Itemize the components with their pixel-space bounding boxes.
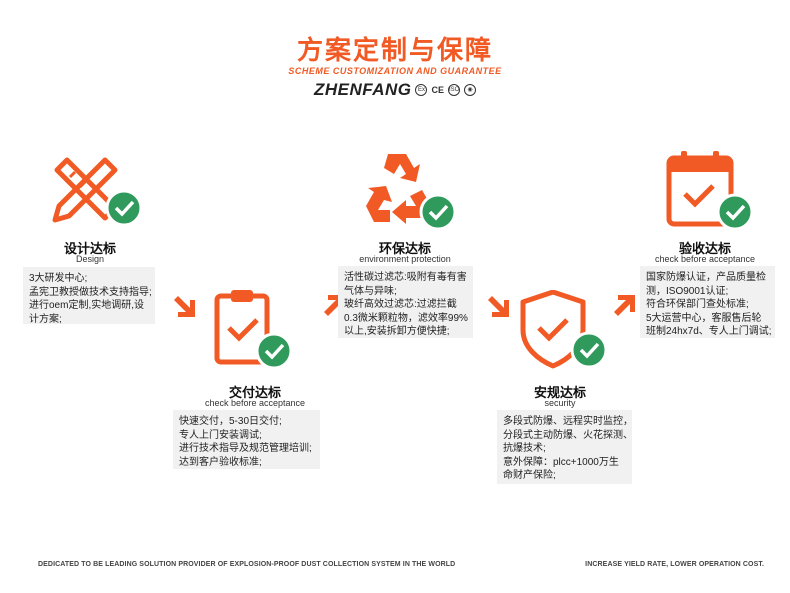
desc-line: 抗爆技术; xyxy=(503,443,546,454)
step-env-sub: environment protection xyxy=(359,254,451,264)
brand-name: ZHENFANG xyxy=(313,80,412,99)
desc-line: 5大运营中心，客服售后轮 xyxy=(646,312,762,324)
page-subtitle: SCHEME CUSTOMIZATION AND GUARANTEE xyxy=(288,66,502,76)
footer-left-slogan: DEDICATED TO BE LEADING SOLUTION PROVIDE… xyxy=(38,561,456,568)
step-design-desc: 3大研发中心; 孟宪卫教授做技术支持指导; 进行oem定制,实地调研,设 计方案… xyxy=(23,267,155,325)
step-acceptance-name: 验收达标 xyxy=(678,241,731,256)
desc-line: 命财产保险; xyxy=(503,470,556,481)
step-security-name: 安规达标 xyxy=(533,385,586,400)
brand-row: ZHENFANG Ex CE ISO ◉ xyxy=(0,80,790,100)
desc-line: 班制24hx7d、专人上门调试; xyxy=(646,326,772,337)
desc-line: 玻纤高效过滤芯:过滤拦截 xyxy=(344,299,457,310)
step-security-desc: 多段式防爆、远程实时监控， 分段式主动防爆、火花探测、 抗爆技术; 意外保障：p… xyxy=(497,410,633,484)
desc-line: 0.3微米颗粒物，滤效率99% xyxy=(344,312,468,324)
ex-cert-mark: Ex xyxy=(415,84,428,96)
arrow-up-right-icon xyxy=(614,295,635,316)
cert-badge-icon: ◉ xyxy=(464,84,476,96)
footer-right-slogan: INCREASE YIELD RATE, LOWER OPERATION COS… xyxy=(585,561,764,568)
calendar-check-icon xyxy=(666,151,754,230)
arrow-down-right-icon xyxy=(488,296,509,317)
iso-cert-mark: ISO xyxy=(448,84,460,96)
desc-line: 符合环保部门查处标准; xyxy=(646,299,749,310)
desc-line: 3大研发中心; xyxy=(29,273,88,284)
arrow-down-right-icon xyxy=(174,296,195,317)
desc-line: 进行技术指导及规范管理培训; xyxy=(179,443,312,454)
recycle-icon xyxy=(366,154,457,230)
page-title: 方案定制与保障 xyxy=(296,36,493,66)
desc-line: 分段式主动防爆、火花探测、 xyxy=(503,429,633,441)
ruler-pencil-icon xyxy=(52,157,143,227)
step-design-name: 设计达标 xyxy=(63,241,116,256)
clipboard-check-icon xyxy=(214,290,293,370)
step-acceptance-sub: check before acceptance xyxy=(654,254,756,264)
desc-line: 以上,安装拆卸方便快捷; xyxy=(344,326,450,337)
desc-line: 多段式防爆、远程实时监控， xyxy=(503,416,633,427)
desc-line: 计方案; xyxy=(29,313,62,325)
desc-line: 专人上门安装调试; xyxy=(179,429,262,441)
step-delivery-desc: 快速交付，5-30日交付; 专人上门安装调试; 进行技术指导及规范管理培训; 达… xyxy=(173,410,320,469)
desc-line: 国家防爆认证，产品质量检 xyxy=(646,272,766,283)
step-env-name: 环保达标 xyxy=(378,241,431,256)
shield-check-icon xyxy=(520,290,608,369)
ce-cert-mark: CE xyxy=(431,85,444,95)
desc-line: 孟宪卫教授做技术支持指导; xyxy=(29,286,152,298)
step-env-desc: 活性碳过滤芯:吸附有毒有害 气体与异味; 玻纤高效过滤芯:过滤拦截 0.3微米颗… xyxy=(338,266,473,338)
desc-line: 进行oem定制,实地调研,设 xyxy=(29,300,145,311)
desc-line: 气体与异味; xyxy=(344,285,397,297)
step-delivery-sub: check before acceptance xyxy=(204,398,306,408)
desc-line: 测，ISO9001认证; xyxy=(646,285,729,297)
step-acceptance-desc: 国家防爆认证，产品质量检 测，ISO9001认证; 符合环保部门查处标准; 5大… xyxy=(640,266,775,338)
step-delivery-name: 交付达标 xyxy=(228,385,281,400)
step-security-sub: security xyxy=(544,398,576,408)
desc-line: 意外保障：plcc+1000万生 xyxy=(503,456,619,468)
desc-line: 活性碳过滤芯:吸附有毒有害 xyxy=(344,272,467,283)
desc-line: 达到客户验收标准; xyxy=(179,456,262,468)
step-design-sub: Design xyxy=(75,254,104,264)
desc-line: 快速交付，5-30日交付; xyxy=(179,416,282,427)
